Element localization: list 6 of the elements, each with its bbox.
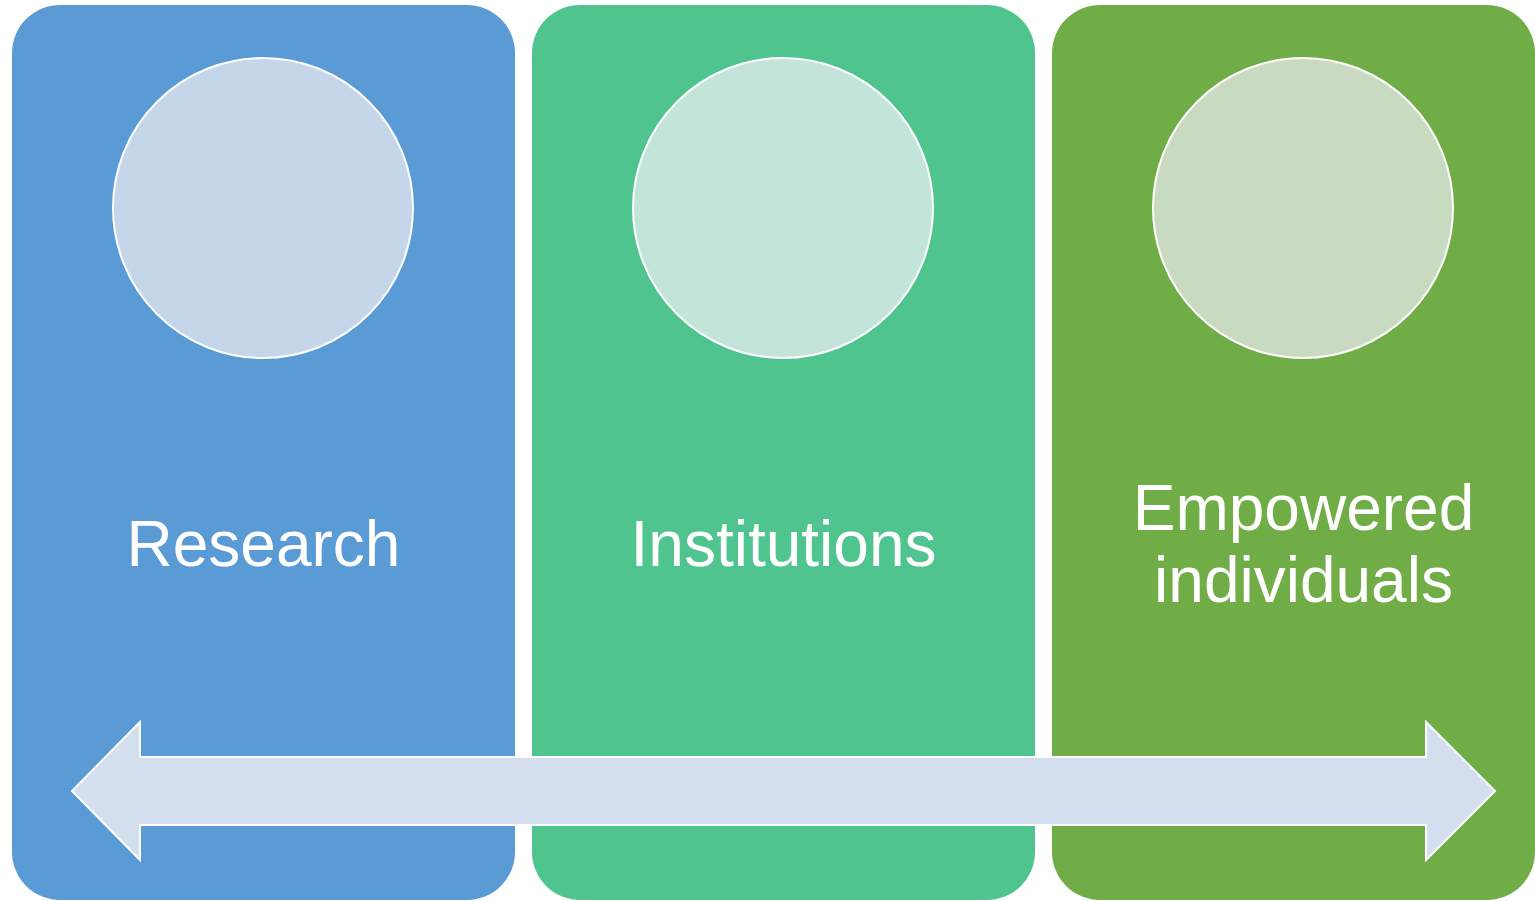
column-title: Institutions xyxy=(629,509,938,581)
column-title: Research xyxy=(125,509,402,581)
column-panel xyxy=(12,5,515,900)
column-title: Empowered individuals xyxy=(1131,473,1476,617)
column-panel xyxy=(1052,5,1535,900)
column-panel xyxy=(532,5,1035,900)
